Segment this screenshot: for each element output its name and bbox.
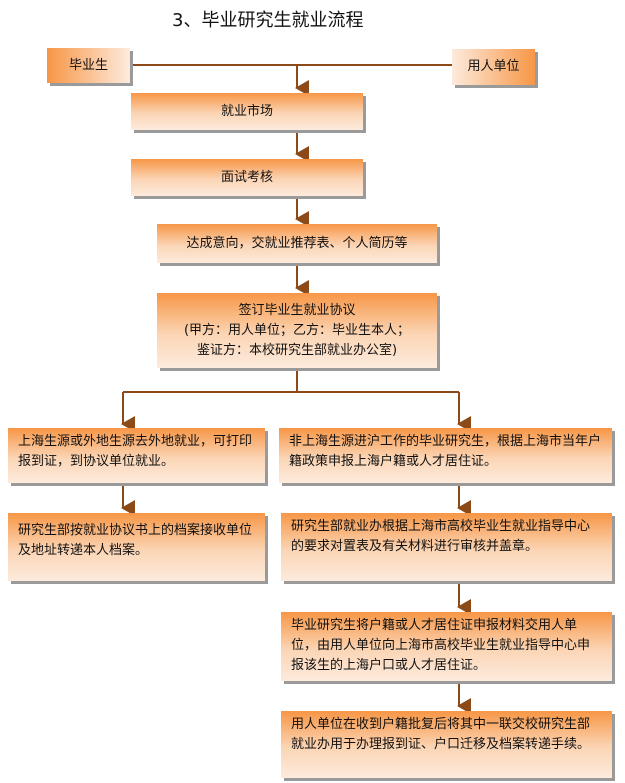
node-agreement: 签订毕业生就业协议 (甲方：用人单位；乙方：毕业生本人； 鉴证方：本校研究生部就… [157,293,437,368]
node-right-4: 用人单位在收到户籍批复后将其中一联交校研究生部就业办用于办理报到证、户口迁移及档… [281,711,612,778]
agreement-witness: 鉴证方：本校研究生部就业办公室) [196,342,398,358]
node-job-market: 就业市场 [131,93,363,130]
node-right-1: 非上海生源进沪工作的毕业研究生，根据上海市当年户籍政策申报上海户籍或人才居住证。 [279,428,612,483]
node-intent: 达成意向，交就业推荐表、个人简历等 [157,224,437,263]
agreement-title: 签订毕业生就业协议 [238,302,356,318]
node-left-2: 研究生部按就业协议书上的档案接收单位及地址转递本人档案。 [8,513,265,581]
node-right-2: 研究生部就业办根据上海市高校毕业生就业指导中心的要求对置表及有关材料进行审核并盖… [281,513,612,581]
node-employer: 用人单位 [452,49,535,85]
agreement-parties: (甲方：用人单位；乙方：毕业生本人； [183,322,411,338]
node-left-1: 上海生源或外地生源去外地就业，可打印报到证，到协议单位就业。 [8,428,265,483]
node-interview: 面试考核 [131,159,363,196]
node-graduate: 毕业生 [47,48,130,83]
node-right-3: 毕业研究生将户籍或人才居住证申报材料交用人单位，由用人单位向上海市高校毕业生就业… [281,612,612,681]
page-title: 3、毕业研究生就业流程 [172,10,364,31]
